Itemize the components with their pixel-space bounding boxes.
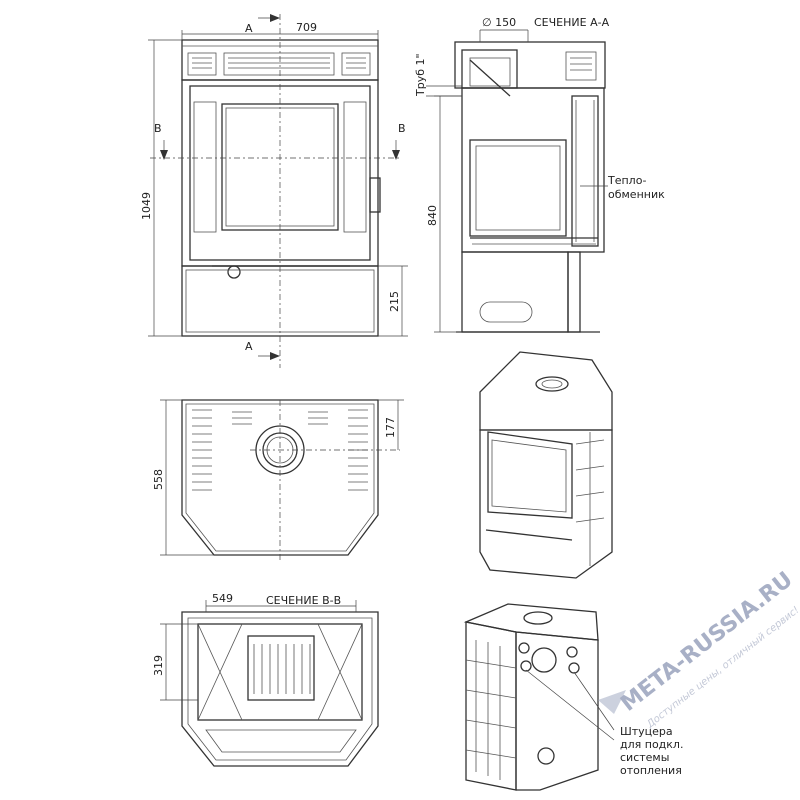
heat-exchanger-label-2: обменник	[608, 188, 665, 201]
dimension-height-base: 215	[378, 265, 408, 337]
dim-diameter: ∅ 150	[482, 16, 516, 29]
cut-label-b-left: B	[154, 122, 162, 135]
dim-depth-section: 319	[152, 655, 165, 676]
cut-marker-b-left: B	[154, 122, 168, 160]
fittings-callout: Штуцера для подкл. системы отопления	[620, 725, 683, 777]
cut-marker-a-bottom: A	[245, 340, 280, 360]
watermark-brand: META-RUSSIA.RU	[616, 567, 797, 716]
dim-width-top: 709	[296, 21, 317, 34]
dimension-diameter: ∅ 150	[479, 16, 529, 42]
heat-exchanger-label-1: Тепло-	[607, 174, 646, 187]
dim-depth-plan: 558	[152, 469, 165, 490]
fittings-label-3: системы	[620, 751, 669, 764]
section-bb-title: СЕЧЕНИЕ В-В	[266, 594, 341, 607]
fittings-label-1: Штуцера	[620, 725, 673, 738]
isometric-front-view	[479, 351, 613, 579]
dim-height-base: 215	[388, 291, 401, 312]
heat-exchanger-callout: Тепло- обменник	[580, 174, 665, 201]
cut-marker-b-right: B	[392, 122, 406, 160]
section-aa-title: СЕЧЕНИЕ А-А	[534, 16, 610, 29]
front-view: A A B B 709 1049	[140, 14, 408, 368]
dimension-height-section: 840	[426, 95, 462, 333]
dimension-width-section: 549	[205, 592, 357, 612]
dim-height-section: 840	[426, 205, 439, 226]
isometric-rear-view: Штуцера для подкл. системы отопления	[463, 603, 683, 791]
fittings-label-2: для подкл.	[620, 738, 683, 751]
dim-flue-offset: 177	[384, 417, 397, 438]
dim-width-section: 549	[212, 592, 233, 605]
fittings-label-4: отопления	[620, 764, 682, 777]
dimension-depth-plan: 558	[152, 399, 214, 556]
dimension-width-top: 709	[181, 21, 379, 40]
cut-marker-a-top: A	[245, 14, 280, 35]
dimension-depth-section: 319	[152, 623, 198, 701]
watermark: META-RUSSIA.RU Доступные цены, отличный …	[598, 567, 800, 731]
pipe-label: Труб 1"	[414, 53, 427, 97]
section-bb-view: 549 СЕЧЕНИЕ В-В 319	[152, 592, 379, 767]
watermark-logo-icon	[598, 690, 626, 714]
dim-height-total: 1049	[140, 192, 153, 220]
dimension-flue-offset: 177	[378, 399, 404, 450]
cut-label-a-top: A	[245, 22, 253, 35]
dimension-height-total: 1049	[140, 39, 182, 337]
section-aa-view: Труб 1" ∅ 150 СЕЧЕНИЕ А-А 840 Тепло- обм…	[414, 16, 665, 333]
cut-label-b-right: B	[398, 122, 406, 135]
cut-label-a-bottom: A	[245, 340, 253, 353]
plan-view: 558 177	[152, 399, 404, 560]
